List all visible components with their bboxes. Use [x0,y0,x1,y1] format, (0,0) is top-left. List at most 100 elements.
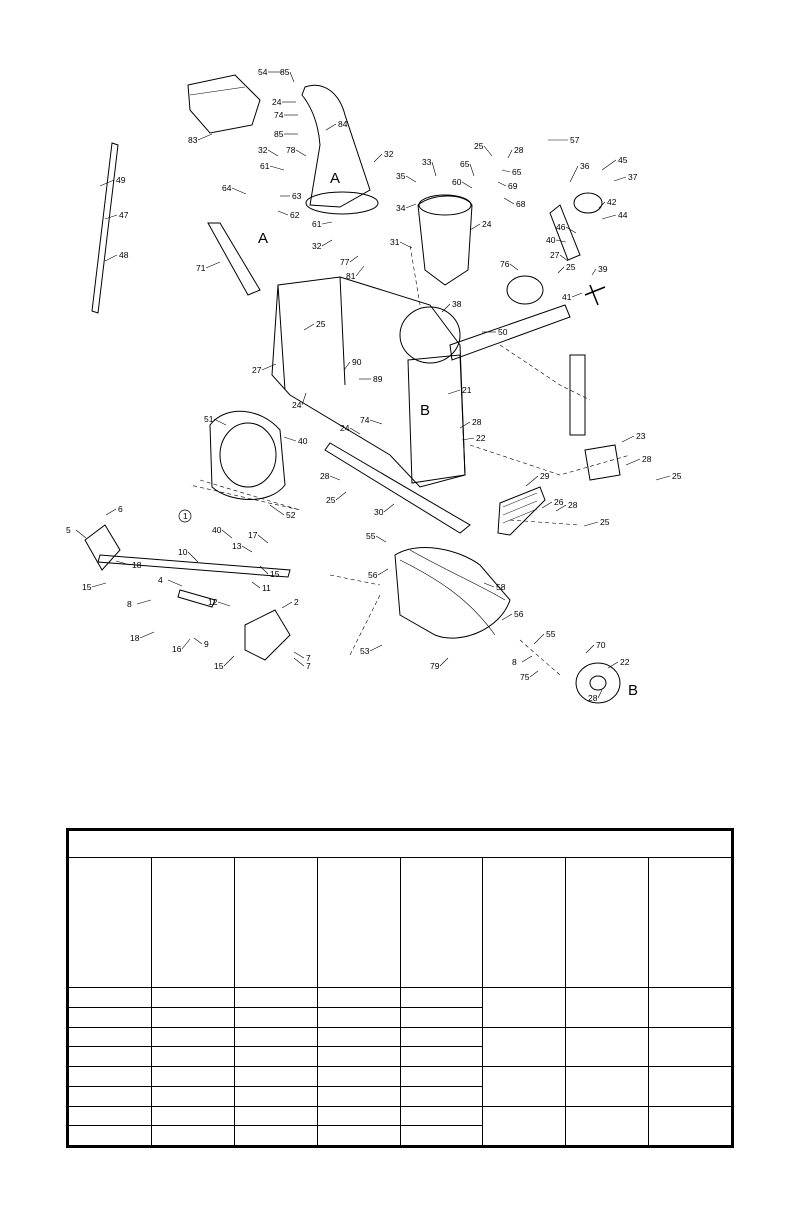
callout-label: 13 [232,541,253,553]
table-cell [150,1105,235,1127]
discharge-chute-part [301,84,371,208]
callout-label: 85 [274,129,298,139]
callout-label: 25 [557,262,576,274]
svg-text:28: 28 [568,500,578,510]
callout-label: 17 [248,530,269,544]
callout-label: 25 [474,141,493,157]
callout-label: 24 [292,392,307,410]
svg-text:38: 38 [452,299,462,309]
table-cell [68,1105,152,1127]
table-row [68,987,732,1028]
table-cell [399,1085,484,1107]
callout-label: 55 [366,531,387,543]
callout-label: 76 [500,259,519,271]
svg-text:42: 42 [607,197,617,207]
callout-label: 42 [598,197,617,209]
svg-text:56: 56 [514,609,524,619]
callout-label: 55 [533,629,556,645]
svg-text:74: 74 [274,110,284,120]
svg-text:8: 8 [127,599,132,609]
svg-text:27: 27 [252,365,262,375]
callout-label: 46 [556,222,577,234]
svg-text:33: 33 [422,157,432,167]
callout-label: 71 [196,261,221,273]
column-header [233,857,318,988]
callout-label: 32 [258,145,279,157]
svg-text:28: 28 [514,145,524,155]
svg-text:28: 28 [588,693,598,703]
table-title [68,830,732,858]
callout-label: 78 [286,145,307,157]
callout-label: 28 [555,500,578,512]
table-cell [565,1066,650,1107]
table-cell [68,987,152,1008]
table-cell [150,1026,235,1048]
svg-text:13: 13 [232,541,242,551]
svg-text:51: 51 [204,414,214,424]
svg-text:24: 24 [292,400,302,410]
callout-label: 27 [550,250,569,262]
svg-text:70: 70 [596,640,606,650]
svg-text:78: 78 [286,145,296,155]
table-cell [482,987,567,1028]
svg-text:32: 32 [312,241,322,251]
table-cell [399,1026,484,1048]
table-cell [150,1085,235,1107]
callout-label: 8 [127,599,152,609]
section-marker: B [628,682,638,699]
callout-label: 81 [346,265,365,281]
callout-label: 37 [613,172,638,182]
table-cell [68,1125,152,1146]
svg-text:36: 36 [580,161,590,171]
svg-text:65: 65 [460,159,470,169]
svg-text:48: 48 [119,250,129,260]
callout-label: 40 [546,235,567,245]
svg-text:52: 52 [286,510,296,520]
callout-label: 61 [312,219,333,229]
callout-label: 18 [115,560,142,570]
svg-text:6: 6 [118,504,123,514]
callout-label: 74 [360,415,383,425]
svg-text:61: 61 [312,219,322,229]
table-row [68,1125,732,1146]
svg-text:28: 28 [320,471,330,481]
callout-label: 35 [396,171,417,183]
svg-text:77: 77 [340,257,350,267]
callout-label: 49 [99,175,126,187]
svg-text:7: 7 [306,653,311,663]
callout-label: 89 [359,374,383,384]
table-cell [399,1125,484,1146]
svg-text:4: 4 [158,575,163,585]
callout-label: 84 [325,119,348,131]
svg-text:25: 25 [474,141,484,151]
svg-text:58: 58 [496,582,506,592]
callout-label: 32 [373,149,394,163]
svg-text:68: 68 [516,199,526,209]
callout-label: 25 [655,471,682,481]
callout-label: 65 [501,167,522,177]
svg-text:1: 1 [183,511,188,521]
svg-text:75: 75 [520,672,530,682]
svg-text:63: 63 [292,191,302,201]
callout-label: 7 [293,657,311,671]
callout-label: 24 [340,423,361,435]
callout-label: 15 [259,565,280,579]
callout-label: 33 [422,157,437,177]
svg-text:25: 25 [566,262,576,272]
table-cell [150,1046,235,1067]
callout-label: 28 [459,417,482,429]
table-cell [316,1046,401,1067]
svg-text:25: 25 [672,471,682,481]
table-row [68,1006,732,1028]
svg-text:54: 54 [258,67,268,77]
table-cell [150,1125,235,1146]
scraper-bar-part [324,442,471,534]
svg-text:50: 50 [498,327,508,337]
callout-label: 40 [283,436,308,446]
callout-label: 21 [447,385,472,395]
svg-text:2: 2 [294,597,299,607]
svg-text:45: 45 [618,155,628,165]
svg-text:8: 8 [512,657,517,667]
